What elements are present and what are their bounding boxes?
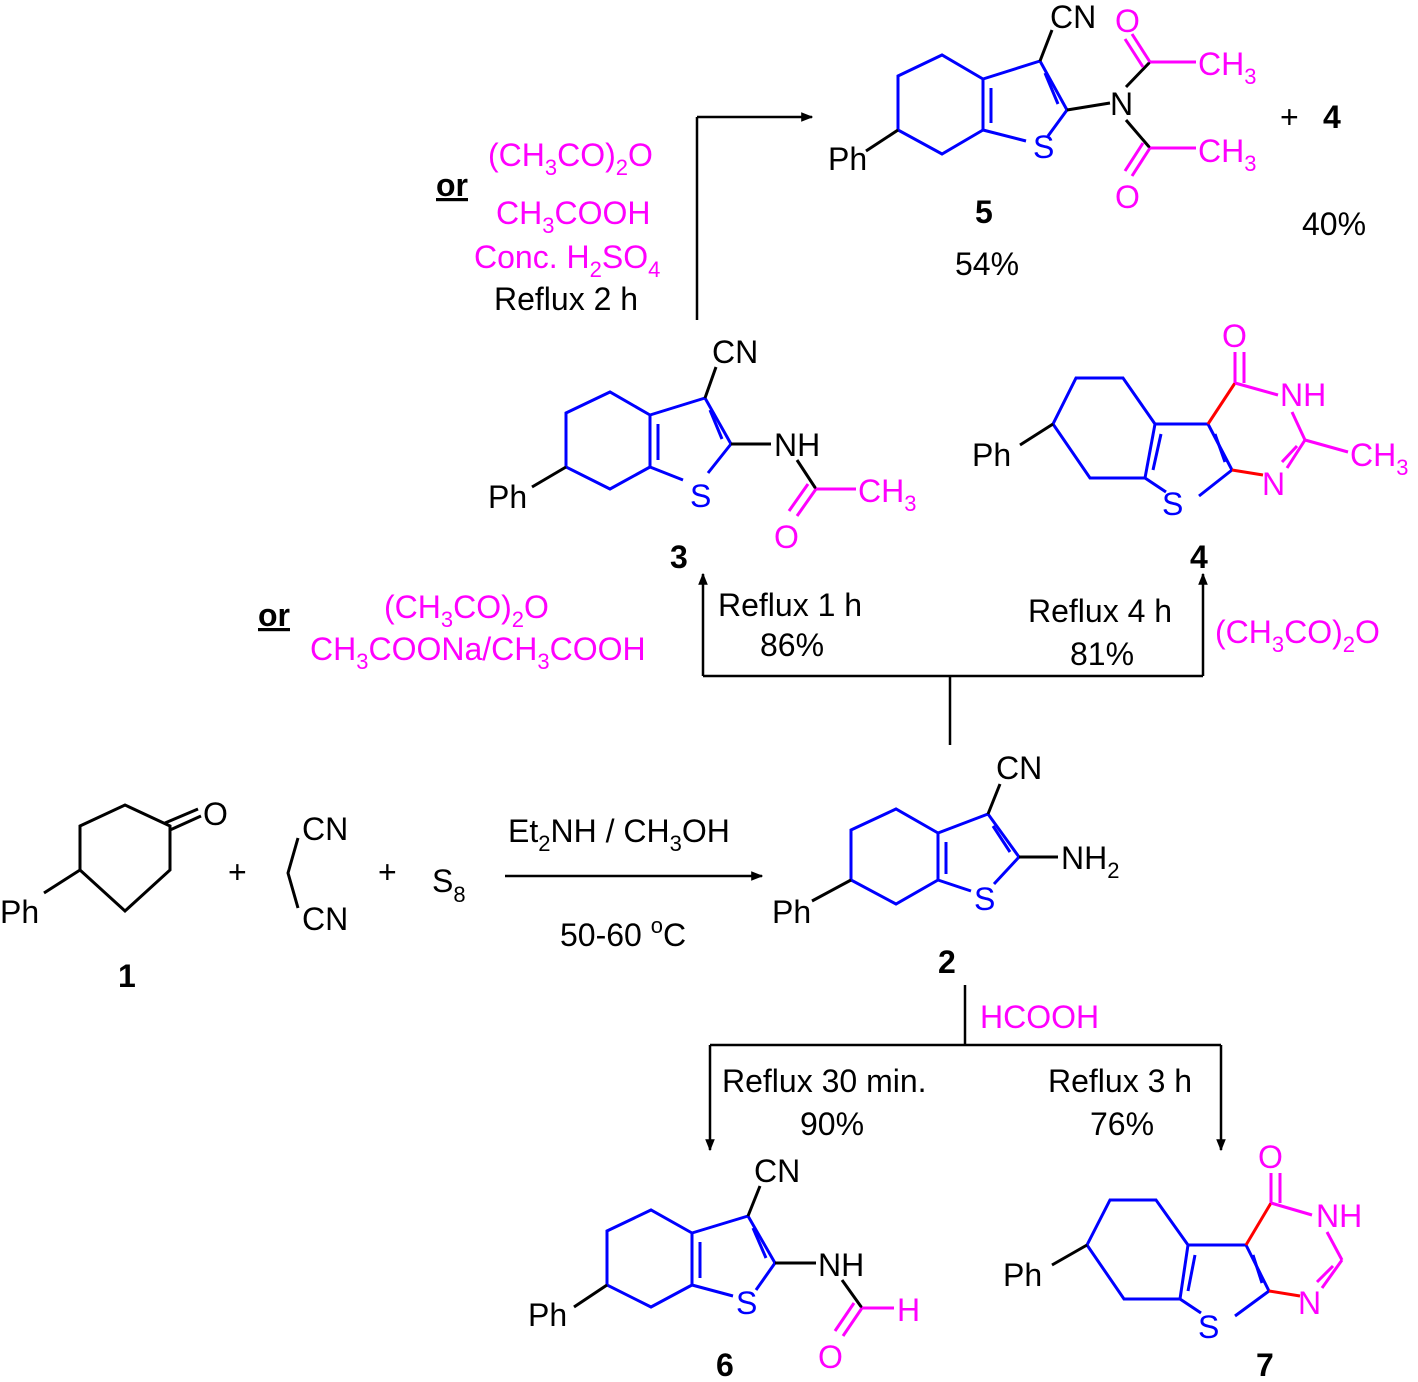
yield-76: 76% xyxy=(1090,1106,1154,1142)
condition-reflux-3h: Reflux 3 h xyxy=(1048,1063,1192,1099)
compound-number-2: 2 xyxy=(938,944,956,980)
reagent-acetic-acid: CH3COOH xyxy=(496,195,650,238)
atom-o: O xyxy=(203,796,228,832)
ch3-label-bottom: CH3 xyxy=(1198,133,1256,176)
condition-reflux-1h: Reflux 1 h xyxy=(718,587,862,623)
or-label: or xyxy=(436,167,468,203)
nh-label: NH xyxy=(818,1247,864,1283)
atom-o: O xyxy=(1258,1139,1283,1175)
atom-o-bottom: O xyxy=(1115,179,1140,215)
ph-label: Ph xyxy=(972,437,1011,473)
malononitrile: CN CN xyxy=(286,811,348,937)
plus-sign: + xyxy=(228,854,247,890)
reagent-acetic-anhydride: (CH3CO)2O xyxy=(384,589,549,632)
cn-label-bottom: CN xyxy=(302,901,348,937)
condition-reflux-4h: Reflux 4 h xyxy=(1028,593,1172,629)
nh-label: NH xyxy=(1280,377,1326,413)
compound-7: S O NH N Ph 7 xyxy=(1003,1139,1362,1382)
atom-o: O xyxy=(774,519,799,555)
nh-label: NH xyxy=(774,427,820,463)
cn-label: CN xyxy=(754,1153,800,1189)
compound-number-4: 4 xyxy=(1190,539,1208,575)
compound-5: S CN N O O CH3 CH3 Ph 5 54% xyxy=(828,0,1256,282)
reagent-acetic-anhydride: (CH3CO)2O xyxy=(1215,614,1380,657)
ph-label: Ph xyxy=(772,894,811,930)
compound-3: S CN NH O CH3 Ph 3 xyxy=(488,334,916,575)
atom-n: N xyxy=(1110,86,1133,122)
byproduct-number-4: 4 xyxy=(1323,99,1341,135)
atom-s: S xyxy=(1162,486,1183,522)
ch3-label-top: CH3 xyxy=(1198,46,1256,89)
atom-s: S xyxy=(736,1285,757,1321)
atom-n: N xyxy=(1298,1285,1321,1321)
compound-number-6: 6 xyxy=(716,1347,734,1382)
atom-o-top: O xyxy=(1115,3,1140,39)
cn-label: CN xyxy=(1050,0,1096,35)
compound-number-3: 3 xyxy=(670,539,688,575)
condition-reflux-2h: Reflux 2 h xyxy=(494,281,638,317)
compound-1: O Ph 1 xyxy=(0,796,228,994)
branch-arrows-6-7: HCOOH Reflux 30 min. 90% Reflux 3 h 76% xyxy=(705,985,1226,1152)
atom-o: O xyxy=(1222,318,1247,354)
compound-4: S O NH N CH3 Ph 4 xyxy=(972,318,1408,575)
yield-90: 90% xyxy=(800,1106,864,1142)
reagent-acetic-anhydride: (CH3CO)2O xyxy=(488,137,653,180)
reagent-sulfuric-acid: Conc. H2SO4 xyxy=(474,239,660,282)
compound-number-5: 5 xyxy=(975,194,993,230)
nh-label: NH xyxy=(1316,1198,1362,1234)
sulfur-s8: S8 xyxy=(432,863,466,907)
ph-label: Ph xyxy=(1003,1257,1042,1293)
compound-6: S CN NH O H Ph 6 xyxy=(528,1153,920,1382)
atom-h: H xyxy=(897,1292,920,1328)
ph-label: Ph xyxy=(528,1297,567,1333)
ch3-label: CH3 xyxy=(1350,437,1408,480)
atom-s: S xyxy=(974,881,995,917)
yield-54: 54% xyxy=(955,246,1019,282)
yield-40: 40% xyxy=(1302,206,1366,242)
compound-number-7: 7 xyxy=(1256,1347,1274,1382)
compound-2: S CN NH2 Ph 2 xyxy=(772,750,1119,980)
cn-label-top: CN xyxy=(302,811,348,847)
nh2-label: NH2 xyxy=(1061,840,1119,883)
branch-arrows-3-4: Reflux 1 h 86% Reflux 4 h 81% (CH3CO)2O … xyxy=(258,572,1380,745)
ph-label: Ph xyxy=(0,894,39,930)
ph-label: Ph xyxy=(488,479,527,515)
or-label: or xyxy=(258,597,290,633)
yield-81: 81% xyxy=(1070,636,1134,672)
reagent-formic-acid: HCOOH xyxy=(980,999,1099,1035)
cn-label: CN xyxy=(712,334,758,370)
atom-s: S xyxy=(690,478,711,514)
gewald-reagent: Et2NH / CH3OH xyxy=(508,813,730,856)
ch3-label: CH3 xyxy=(858,473,916,516)
atom-o: O xyxy=(818,1339,843,1375)
gewald-reaction-arrow: Et2NH / CH3OH 50-60 oC xyxy=(505,813,764,953)
atom-s: S xyxy=(1198,1309,1219,1345)
compound-number-1: 1 xyxy=(118,958,136,994)
atom-n: N xyxy=(1262,466,1285,502)
plus-sign: + xyxy=(378,854,397,890)
gewald-temperature: 50-60 oC xyxy=(560,913,686,953)
reagent-sodium-acetate: CH3COONa/CH3COOH xyxy=(310,631,646,674)
plus-sign: + xyxy=(1280,99,1299,135)
arrow-3-to-5: or (CH3CO)2O CH3COOH Conc. H2SO4 Reflux … xyxy=(436,112,814,320)
ph-label: Ph xyxy=(828,141,867,177)
atom-s: S xyxy=(1033,129,1054,165)
yield-86: 86% xyxy=(760,627,824,663)
condition-reflux-30min: Reflux 30 min. xyxy=(722,1063,927,1099)
cn-label: CN xyxy=(996,750,1042,786)
